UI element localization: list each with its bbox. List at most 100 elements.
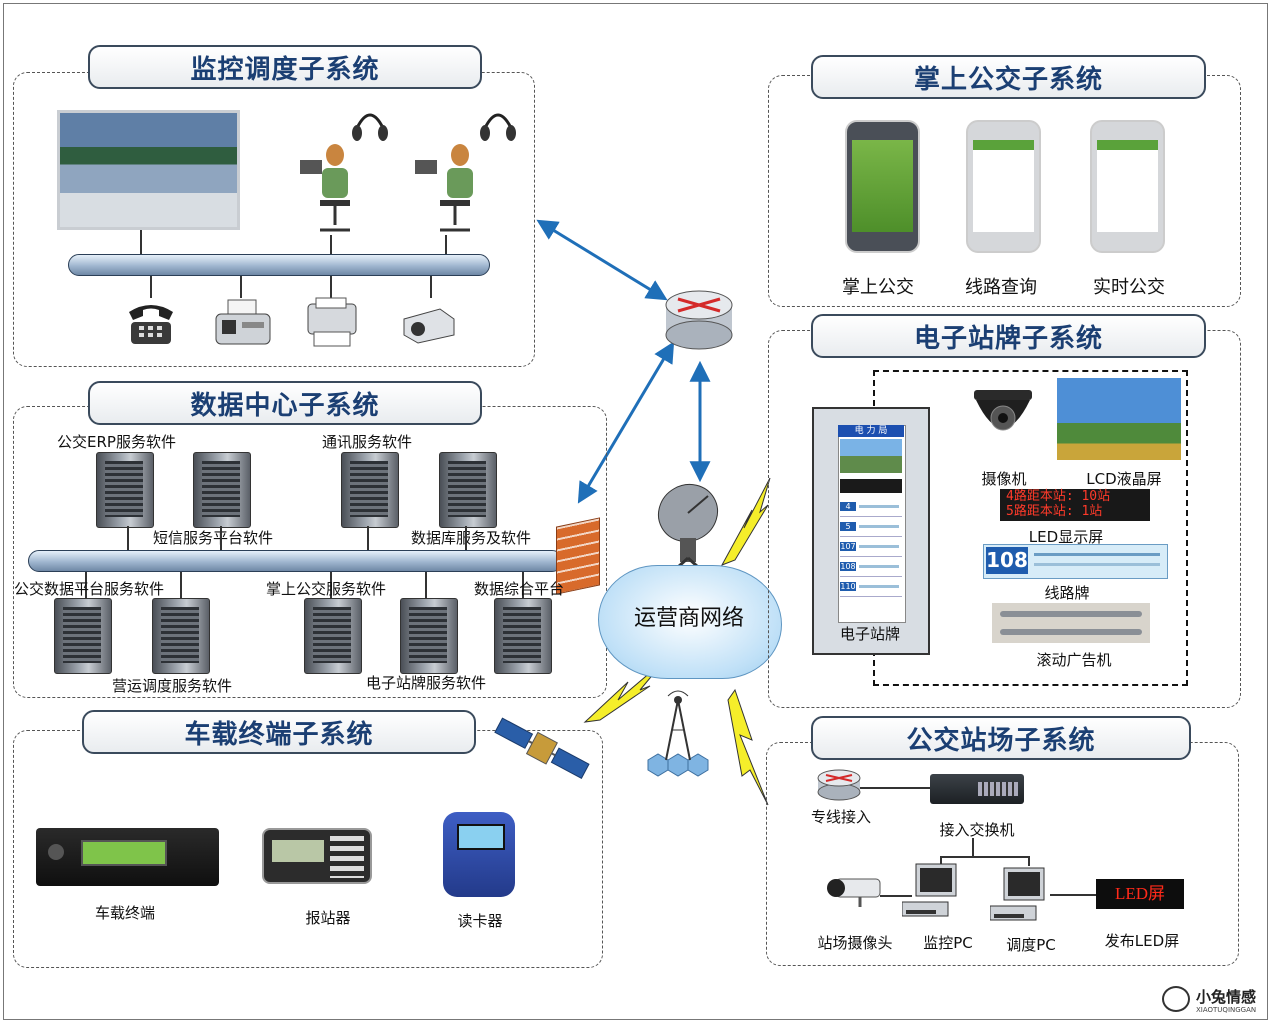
cell-tower-icon: [632, 690, 724, 785]
connector: [85, 572, 87, 600]
connector: [1028, 856, 1030, 866]
connector: [220, 526, 222, 550]
kiosk-route-row: 5: [840, 517, 902, 537]
dispatch-pc-icon: [989, 866, 1050, 926]
label-vehicle-terminal: 车载终端: [94, 904, 156, 922]
connector: [1050, 894, 1098, 896]
vehicle-title: 车载终端子系统: [82, 710, 476, 754]
datacenter-bus: [28, 550, 563, 572]
connector: [940, 856, 942, 866]
kiosk-header: 电 力 局: [838, 425, 904, 437]
connector: [180, 572, 182, 600]
label-lcd: LCD液晶屏: [1086, 470, 1162, 488]
satellite-icon: [490, 710, 592, 790]
mobile-title: 掌上公交子系统: [811, 55, 1206, 99]
vehicle-terminal-device: [36, 828, 219, 886]
connector: [860, 787, 932, 789]
label-erp: 公交ERP服务软件: [57, 433, 176, 451]
connector: [445, 235, 447, 255]
label-route-query: 线路查询: [965, 277, 1037, 298]
link-datacenter-router: [577, 341, 675, 504]
connector: [330, 572, 332, 600]
leased-router-icon: [816, 768, 862, 802]
label-card-reader: 读卡器: [457, 912, 503, 930]
telephone-icon: [125, 298, 177, 346]
server-erp: [96, 452, 154, 528]
watermark-en: XIAOTUQINGGAN: [1196, 1006, 1257, 1014]
kiosk-route-row: 108: [840, 557, 902, 577]
fax-icon: [212, 298, 274, 350]
station-camera-icon: [826, 875, 884, 909]
label-comm: 通讯服务软件: [322, 433, 413, 451]
projector-icon: [400, 305, 458, 345]
label-station-camera: 站场摄像头: [817, 934, 893, 952]
connector: [425, 572, 427, 600]
label-db: 数据库服务及软件: [411, 529, 532, 547]
esign-title: 电子站牌子系统: [811, 314, 1206, 358]
connector: [367, 526, 369, 550]
headset-1-icon: [350, 105, 390, 150]
connector: [940, 856, 1030, 858]
kiosk-route-number: 110: [840, 582, 856, 591]
label-ad-roller: 滚动广告机: [1036, 651, 1112, 669]
announcer-device: [262, 828, 372, 884]
label-leased: 专线接入: [810, 808, 872, 826]
phone-realtime: [1090, 120, 1165, 253]
kiosk-route-number: 4: [840, 502, 856, 511]
connector: [880, 895, 912, 897]
label-dataplat: 公交数据平台服务软件: [14, 580, 165, 598]
connector: [127, 526, 129, 550]
watermark-cn: 小兔情感: [1196, 988, 1257, 1006]
connector: [330, 276, 332, 298]
lcd-screen-photo: [1057, 378, 1181, 460]
label-led: LED显示屏: [1028, 528, 1104, 546]
connector: [330, 235, 332, 255]
led-display: 4路距本站: 10站 5路距本站: 1站: [1000, 489, 1150, 521]
connector: [150, 276, 152, 298]
route-board-number: 108: [986, 547, 1028, 574]
monitoring-bus: [68, 254, 490, 276]
server-db: [439, 452, 497, 528]
label-monitor-pc: 监控PC: [923, 934, 973, 952]
diagram-frame: [3, 3, 1268, 1020]
server-sms: [193, 452, 251, 528]
connector: [972, 838, 974, 856]
kiosk-route-number: 107: [840, 542, 856, 551]
kiosk-device: 电 力 局 4 5 107 108 110: [812, 407, 930, 655]
station-title: 公交站场子系统: [811, 716, 1191, 760]
server-integration: [494, 598, 552, 674]
operator-1-icon: [300, 140, 360, 235]
label-esign: 电子站牌服务软件: [366, 674, 487, 692]
led-line-2: 5路距本站: 1站: [1006, 504, 1103, 519]
kiosk-route-list: 4 5 107 108 110: [840, 497, 902, 597]
connector: [430, 276, 432, 298]
headset-2-icon: [478, 105, 518, 150]
ad-roller-device: [992, 603, 1150, 643]
label-switch: 接入交换机: [939, 821, 1015, 839]
network-cloud: [598, 565, 782, 679]
dome-camera-icon: [970, 388, 1036, 448]
phone-app: [845, 120, 920, 253]
card-reader-device: [443, 812, 515, 897]
control-room-photo: [57, 110, 240, 230]
led-line-1: 4路距本站: 10站: [1006, 489, 1111, 504]
connector: [522, 572, 524, 600]
kiosk-route-number: 5: [840, 522, 856, 531]
label-camera: 摄像机: [981, 470, 1027, 488]
server-dataplat: [54, 598, 112, 674]
monitor-pc-icon: [901, 862, 962, 922]
label-integration: 数据综合平台: [474, 580, 565, 598]
label-led-release: 发布LED屏: [1104, 932, 1180, 950]
kiosk-route-number: 108: [840, 562, 856, 571]
label-mobile-app: 掌上公交: [842, 277, 914, 298]
datacenter-title: 数据中心子系统: [88, 381, 482, 425]
kiosk-route-row: 110: [840, 577, 902, 597]
connector: [140, 230, 142, 255]
server-ops: [152, 598, 210, 674]
watermark-logo-icon: [1162, 986, 1190, 1012]
connector: [240, 276, 242, 298]
phone-route: [966, 120, 1041, 253]
label-ops: 营运调度服务软件: [112, 677, 233, 695]
kiosk-led: [840, 479, 902, 493]
